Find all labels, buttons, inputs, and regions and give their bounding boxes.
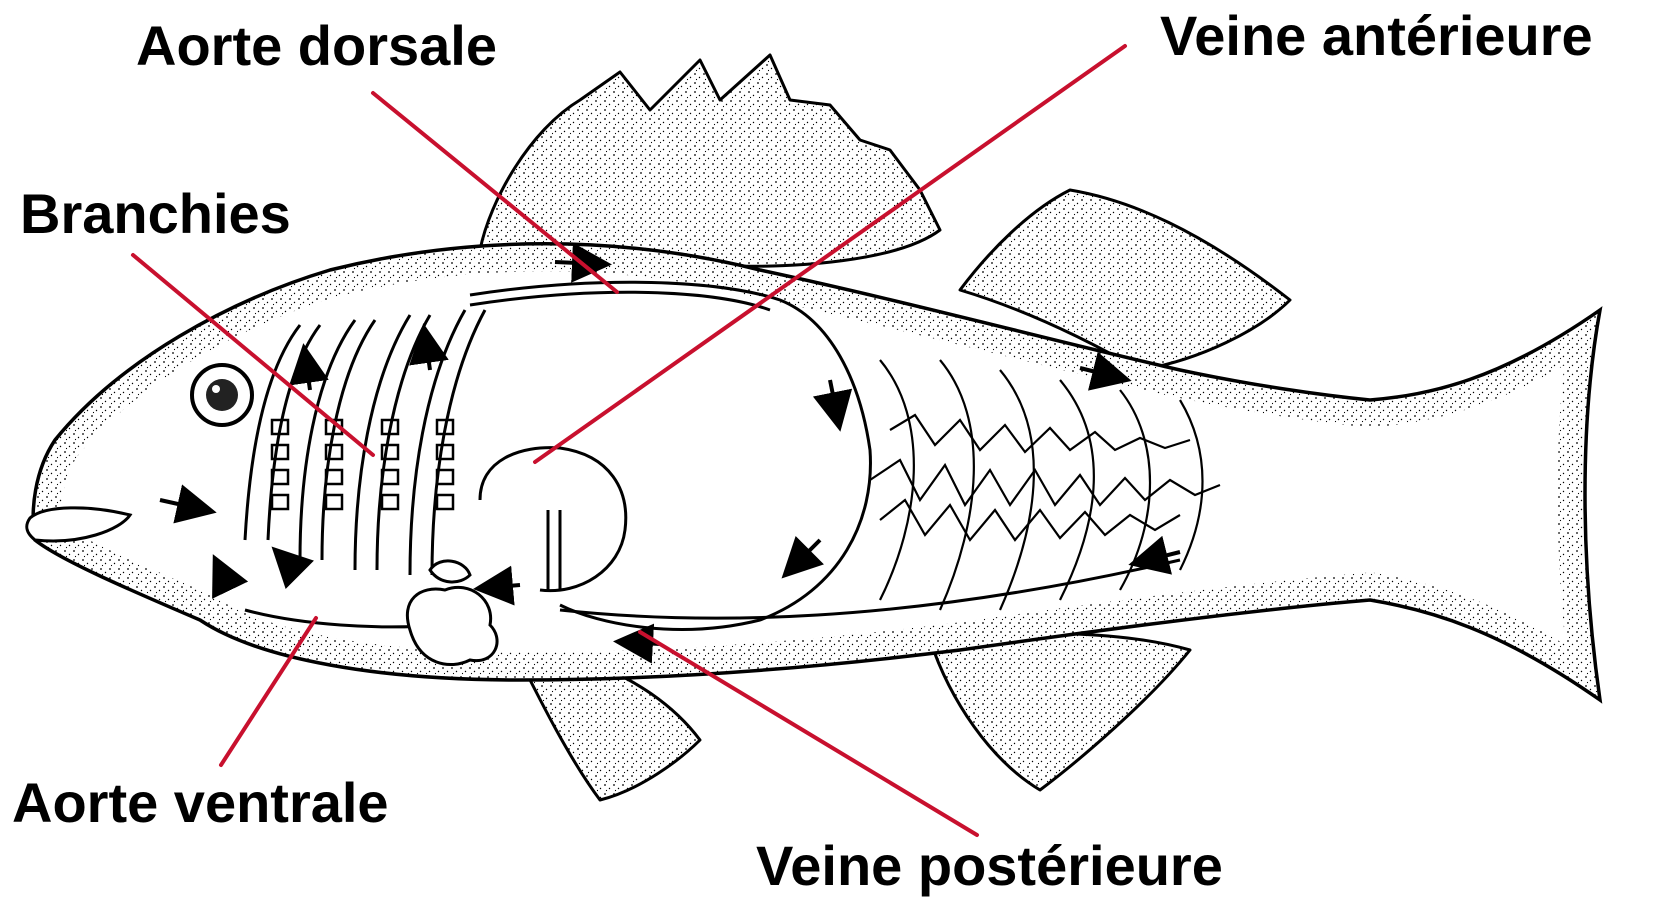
label-branchies: Branchies [20, 186, 291, 242]
anal-fin [930, 633, 1190, 790]
label-veine-anterieure: Veine antérieure [1160, 8, 1593, 64]
fish-eye [192, 365, 252, 425]
label-veine-posterieure: Veine postérieure [756, 838, 1223, 894]
label-aorte-dorsale: Aorte dorsale [136, 18, 497, 74]
label-aorte-ventrale: Aorte ventrale [12, 775, 389, 831]
